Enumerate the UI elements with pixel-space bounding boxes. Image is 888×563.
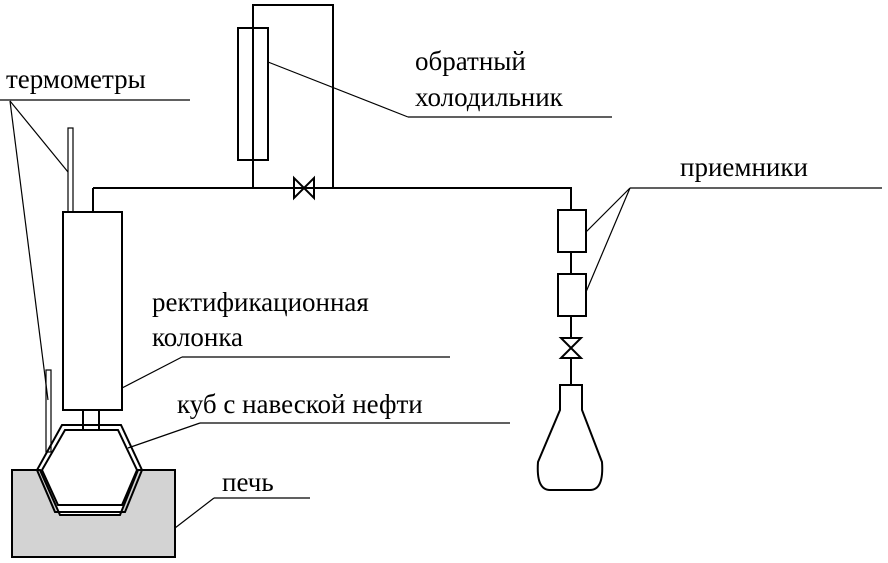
thermometer-bottom (45, 369, 52, 453)
collection-flask (536, 384, 604, 491)
valve-top (293, 175, 315, 201)
reflux-condenser (237, 4, 334, 188)
furnace-label: печь (222, 467, 274, 497)
still-flask (35, 409, 144, 513)
receivers-label: приемники (680, 152, 808, 182)
leader-lines (0, 61, 882, 529)
vapor-line (93, 187, 572, 210)
reflux-condenser-label-1: обратный (415, 46, 526, 76)
column-label-2: колонка (152, 322, 243, 352)
thermometer-top (67, 127, 74, 213)
thermometers-label: термометры (6, 64, 146, 94)
reflux-condenser-label-2: холодильник (415, 82, 564, 112)
valve-bottom (558, 337, 584, 385)
column-label-1: ректификационная (152, 287, 369, 317)
furnace (11, 469, 176, 558)
still-label: куб с навеской нефти (177, 389, 423, 419)
receivers (557, 209, 587, 338)
rectification-column (62, 188, 123, 411)
